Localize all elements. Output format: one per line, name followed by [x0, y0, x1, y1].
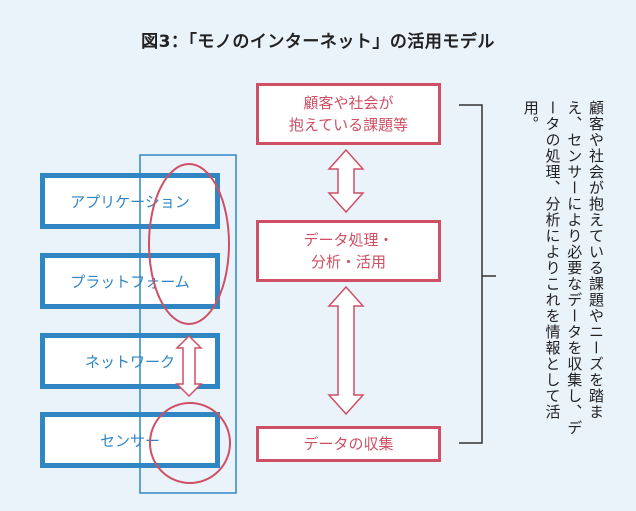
step-issues: 顧客や社会が 抱えている課題等 — [256, 83, 441, 145]
step-processing-line1: データ処理・ — [303, 230, 394, 249]
layer-platform: プラットフォーム — [40, 253, 220, 309]
step-issues-line2: 抱えている課題等 — [288, 116, 409, 134]
step-collection-line1: データの収集 — [303, 434, 394, 453]
step-processing: データ処理・ 分析・活用 — [256, 220, 441, 282]
bracket — [459, 104, 483, 444]
layer-application-label: アプリケーション — [70, 192, 190, 211]
ellipse-app-platform — [148, 163, 230, 325]
layer-network-label: ネットワーク — [84, 352, 175, 371]
layer-platform-label: プラットフォーム — [70, 272, 190, 291]
highlight-column — [139, 154, 237, 494]
description-text: 顧客や社会が抱えている課題やニーズを踏まえ、センサーにより必要なデータを収集し、… — [521, 100, 605, 436]
figure-title: 図3：「モノのインターネット」の活用モデル — [141, 32, 495, 52]
layer-sensor-label: センサー — [99, 431, 160, 450]
step-collection: データの収集 — [256, 426, 441, 462]
ellipse-sensor — [149, 402, 231, 484]
step-issues-line1: 顧客や社会が — [303, 93, 394, 112]
layer-sensor: センサー — [40, 412, 220, 468]
double-arrow-lower — [327, 285, 365, 416]
double-arrow-network — [175, 334, 203, 398]
layer-application: アプリケーション — [40, 173, 220, 229]
step-processing-line2: 分析・活用 — [310, 253, 386, 271]
double-arrow-upper — [327, 148, 365, 214]
